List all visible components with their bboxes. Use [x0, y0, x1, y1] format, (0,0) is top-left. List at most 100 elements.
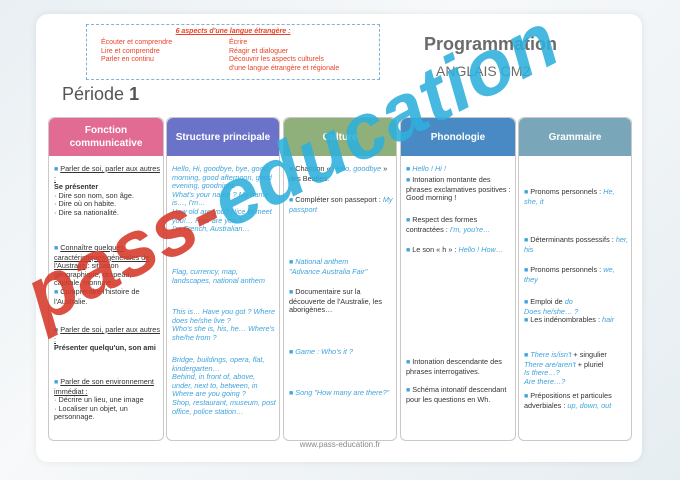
page-title: Programmation: [424, 34, 558, 54]
culture-item-5: ■Game : Who's it ?: [289, 347, 353, 356]
aspect-item: Réagir et dialoguer: [229, 47, 289, 55]
grammaire-text: Are there…?: [524, 376, 566, 386]
fonction-block-2: ■Connaître quelques caractéristiques gén…: [54, 243, 150, 306]
culture-item-4: ■Documentaire sur la découverte de l'Aus…: [289, 287, 383, 315]
culture-item-1: ■Chanson « Hello, goodbye » des Beatles.: [289, 164, 388, 183]
structure-text: This is… Have you got ? Where does he/sh…: [172, 307, 276, 325]
culture-text: Game : Who's it ?: [295, 347, 353, 356]
column-structure: Structure principale Hello, Hi, goodbye,…: [166, 117, 280, 441]
culture-text: Chanson «: [295, 164, 333, 173]
culture-text: National anthem: [295, 257, 349, 266]
column-body-grammaire: ■Pronoms personnels : He, she, it ■Déter…: [519, 156, 631, 440]
phonologie-item-3: ■Respect des formes contractées : I'm, y…: [406, 215, 491, 234]
phonologie-item-2: ■Intonation montante des phrases exclama…: [406, 175, 511, 203]
fonction-text: · Localiser un objet, un personnage.: [54, 403, 128, 422]
grammaire-item-4: ■Emploi de do Does he/she… ? ■Les indéno…: [524, 297, 615, 325]
grammaire-text: Déterminants possessifs :: [530, 235, 616, 244]
phonologie-item-1: ■Hello ! Hi !: [406, 164, 446, 173]
aspects-box: 6 aspects d'une langue étrangère : Écout…: [86, 24, 380, 80]
structure-text: Who's she is, his, he… Where's she/he fr…: [172, 324, 275, 342]
fonction-text: Parler de son environnement immédiat :: [54, 377, 154, 396]
column-header-grammaire: Grammaire: [519, 118, 631, 156]
structure-text: Shop, restaurant, museum, post office, p…: [172, 397, 276, 416]
phonologie-item-4: ■Le son « h » : Hello ! How…: [406, 245, 504, 254]
column-grammaire: Grammaire ■Pronoms personnels : He, she,…: [518, 117, 632, 441]
column-culture: Culture ■Chanson « Hello, goodbye » des …: [283, 117, 397, 441]
periode-label: Période: [62, 84, 125, 104]
aspects-col-2: Écrire Réagir et dialoguer Découvrir les…: [229, 39, 339, 73]
culture-item-2: ■Compléter son passeport : My passport: [289, 195, 393, 214]
grammaire-text: + singulier: [571, 350, 607, 359]
column-body-structure: Hello, Hi, goodbye, bye, good morning, g…: [167, 156, 279, 440]
grammaire-text: Emploi de: [530, 297, 565, 306]
aspect-item: Écouter et comprendre: [101, 39, 173, 46]
footer-url: www.pass-education.fr: [299, 440, 381, 449]
grammaire-text: There is/isn't: [530, 350, 572, 359]
fonction-block-1: ■Parler de soi, parler aux autres : Se p…: [54, 164, 161, 217]
column-header-culture: Culture: [284, 118, 396, 156]
culture-item-3: ■National anthem"Advance Australia Fair": [289, 257, 368, 276]
column-header-structure: Structure principale: [167, 118, 279, 156]
column-body-phonologie: ■Hello ! Hi ! ■Intonation montante des p…: [401, 156, 515, 440]
grammaire-text: Pronoms personnels :: [530, 187, 604, 196]
grammaire-item-3: ■Pronoms personnels : we, they: [524, 265, 615, 284]
culture-text: » des Beatles.: [289, 164, 388, 183]
grammaire-item-6: ■Prépositions et particules adverbiales …: [524, 391, 612, 410]
fonction-text: Comprendre l'histoire de l'Australie.: [54, 286, 140, 306]
structure-block-3: This is… Have you got ? Where does he/sh…: [172, 307, 276, 342]
aspect-item: Écrire: [229, 39, 248, 46]
column-phonologie: Phonologie ■Hello ! Hi ! ■Intonation mon…: [400, 117, 516, 441]
grammaire-text: There are/aren't: [524, 359, 576, 369]
phonologie-text: Le son « h » :: [412, 245, 459, 254]
grammaire-text: Does he/she… ?: [524, 306, 579, 316]
phonologie-text: Respect des formes contractées :: [406, 215, 478, 234]
structure-block-1: Hello, Hi, goodbye, bye, good morning, g…: [172, 164, 276, 234]
fonction-text: · Décrire un lieu, une image: [54, 395, 144, 405]
grammaire-text: Les indénombrables :: [530, 315, 603, 325]
grammaire-text: her, his: [524, 235, 628, 254]
fonction-text: Se présenter: [54, 182, 99, 192]
phonologie-item-6: ■Schéma intonatif descendant pour les qu…: [406, 385, 507, 404]
column-header-phonologie: Phonologie: [401, 118, 515, 156]
structure-block-2: Flag, currency, map, landscapes, nationa…: [172, 267, 276, 285]
structure-text: Bridge, buildings, opera, flat, kinderga…: [172, 355, 265, 373]
phonologie-text: Intonation montante des phrases exclamat…: [406, 175, 511, 203]
phonologie-text: I'm, you're…: [449, 224, 491, 234]
phonologie-item-5: ■Intonation descendante des phrases inte…: [406, 357, 502, 376]
aspect-item: Lire et comprendre: [101, 47, 160, 55]
fonction-text: Connaître quelques caractéristiques géné…: [54, 243, 150, 271]
grammaire-text: Pronoms personnels :: [530, 265, 604, 274]
column-body-fonction: ■Parler de soi, parler aux autres : Se p…: [49, 156, 163, 440]
column-fonction: Fonction communicative ■Parler de soi, p…: [48, 117, 164, 441]
grammaire-text: Prépositions et particules adverbiales :: [524, 391, 612, 410]
fonction-text: Parler de soi, parler aux autres :: [54, 164, 161, 183]
grammaire-text: do: [564, 297, 573, 306]
phonologie-text: Hello ! Hi !: [412, 164, 446, 173]
grammaire-text: He, she, it: [524, 187, 615, 206]
phonologie-text: Intonation descendante des phrases inter…: [406, 357, 502, 376]
culture-text: My passport: [289, 195, 393, 214]
periode-number: 1: [129, 84, 140, 104]
structure-text: I'm French, Australian…: [172, 224, 250, 234]
culture-text: Song "How many are there?": [295, 388, 390, 397]
grammaire-item-5: ■There is/isn't + singulier There are/ar…: [524, 350, 607, 386]
fonction-text: Présenter quelqu'un, son ami: [54, 343, 156, 353]
grammaire-text: we, they: [524, 265, 615, 284]
fonction-text: Parler de soi, parler aux autres :: [54, 325, 161, 344]
grammaire-text: up, down, out: [567, 400, 612, 410]
aspect-item: Découvrir les aspects culturels: [229, 56, 324, 64]
structure-text: Behind, in front of, above, under, next …: [172, 372, 258, 390]
column-header-fonction: Fonction communicative: [49, 118, 163, 156]
structure-text: How old are you? Nice to meet you!… How …: [172, 206, 272, 225]
aspect-item: Parler en continu: [101, 56, 154, 64]
culture-text: "Advance Australia Fair": [289, 266, 368, 276]
structure-text: Hello, Hi, goodbye, bye, good morning, g…: [172, 164, 272, 191]
grammaire-text: + pluriel: [575, 359, 604, 369]
culture-item-6: ■Song "How many are there?": [289, 388, 390, 397]
grammaire-text: Is there…?: [524, 368, 560, 378]
structure-block-4: Bridge, buildings, opera, flat, kinderga…: [172, 355, 276, 416]
culture-text: Hello, goodbye: [332, 164, 382, 173]
grammaire-item-2: ■Déterminants possessifs : her, his: [524, 235, 628, 254]
fonction-block-4: ■Parler de son environnement immédiat : …: [54, 377, 154, 422]
aspect-item: d'une langue étrangère et régionale: [229, 64, 340, 72]
